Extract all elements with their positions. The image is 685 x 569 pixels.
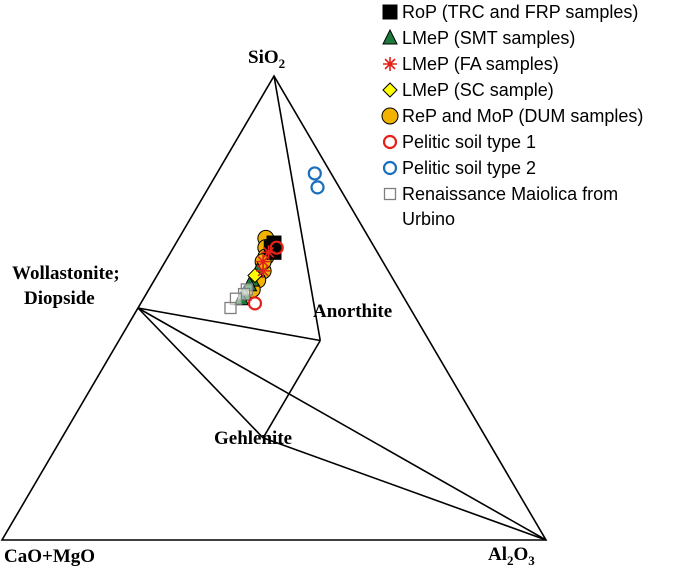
legend-label-3: LMeP (FA samples) xyxy=(402,54,559,74)
data-point-series7-2 xyxy=(310,180,325,195)
data-point-series8-4 xyxy=(224,301,237,315)
tie-line-wollastonite-anorthite xyxy=(137,307,321,342)
legend-marker-1 xyxy=(382,4,398,20)
legend-marker-4 xyxy=(382,82,398,98)
data-point-series3-1 xyxy=(261,245,276,260)
legend-marker-7 xyxy=(382,160,398,176)
legend-marker-3 xyxy=(383,57,397,71)
legend-label-7: Pelitic soil type 2 xyxy=(402,158,536,178)
legend-label-5: ReP and MoP (DUM samples) xyxy=(402,106,643,126)
legend-marker-5 xyxy=(381,107,399,125)
tie-line-wollastonite-gehlenite xyxy=(137,307,264,439)
phase-label-anorthite: Anorthite xyxy=(313,301,392,322)
data-point-series6-1 xyxy=(269,240,284,255)
data-point-series3-2 xyxy=(256,254,271,269)
data-point-series4-1 xyxy=(247,267,263,284)
phase-label-wollastonite: Wollastonite; xyxy=(12,263,120,284)
legend-label-2: LMeP (SMT samples) xyxy=(402,28,575,48)
tie-line-wollastonite-al2o3 xyxy=(137,307,547,541)
legend-label-1: RoP (TRC and FRP samples) xyxy=(402,2,638,22)
data-point-series7-1 xyxy=(307,166,322,181)
legend-marker-8 xyxy=(383,187,397,201)
legend: RoP (TRC and FRP samples) LMeP (SMT sampl… xyxy=(381,2,643,229)
data-points xyxy=(224,166,325,315)
tie-line-anorthite-gehlenite xyxy=(262,340,321,439)
legend-label-6: Pelitic soil type 1 xyxy=(402,132,536,152)
legend-label-8-line2: Urbino xyxy=(402,209,455,229)
tie-line-gehlenite-al2o3 xyxy=(262,437,547,541)
vertex-label-right: Al2O3 xyxy=(488,544,535,568)
data-point-series6-2 xyxy=(247,296,263,311)
vertex-label-left: CaO+MgO xyxy=(4,546,95,567)
phase-label-gehlenite: Gehlenite xyxy=(214,428,292,449)
legend-label-8: Renaissance Maiolica from xyxy=(402,184,618,204)
legend-marker-2 xyxy=(382,28,398,45)
vertex-label-top: SiO2 xyxy=(248,47,285,71)
data-point-series3-3 xyxy=(256,263,271,278)
legend-label-4: LMeP (SC sample) xyxy=(402,80,554,100)
legend-marker-6 xyxy=(382,134,398,150)
tie-line-sio2-anorthite xyxy=(273,75,322,341)
tie-lines xyxy=(137,75,547,541)
phase-label-diopside: Diopside xyxy=(24,288,95,309)
